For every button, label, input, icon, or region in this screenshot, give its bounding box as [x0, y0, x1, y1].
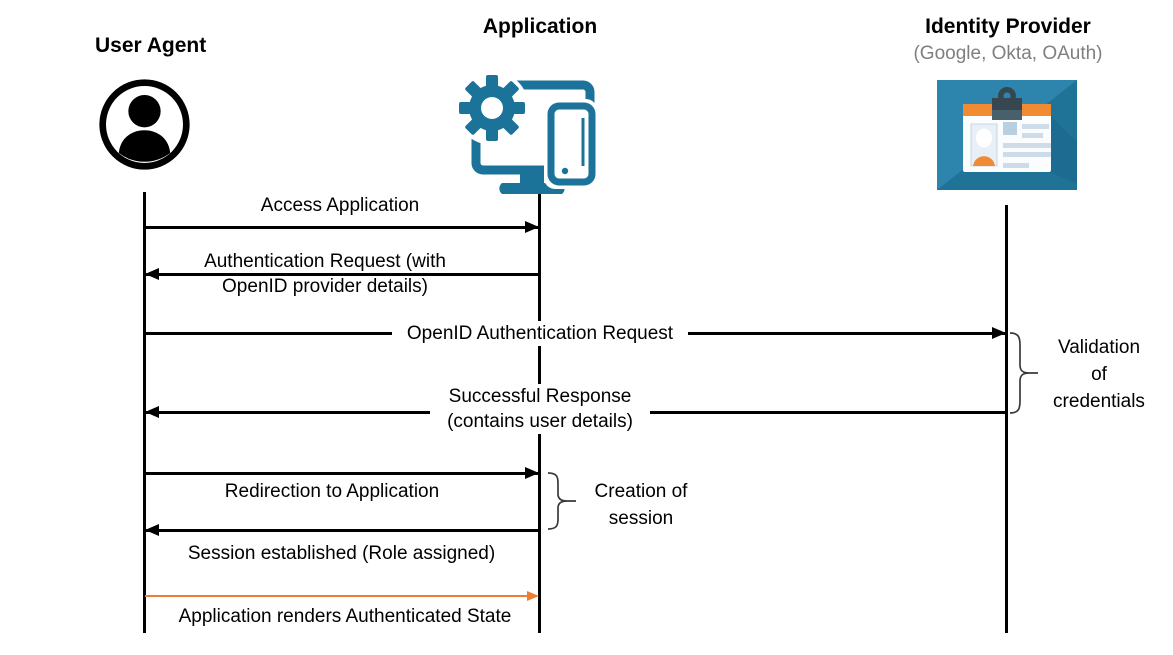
person-icon — [97, 77, 192, 172]
arrowhead-right-icon — [525, 221, 539, 233]
message-label-line: (contains user details) — [447, 411, 633, 432]
annotation-line: Validation — [1057, 337, 1141, 358]
arrowhead-right-orange-icon — [527, 591, 539, 601]
annotation-line: of — [1091, 364, 1107, 385]
message-line-renders-authenticated — [145, 595, 528, 597]
message-label-session-established: Session established (Role assigned) — [187, 543, 496, 564]
application-devices-icon — [452, 66, 612, 194]
message-line-authentication-request — [145, 273, 538, 276]
annotation-validation-of-credentials: Validation of credentials — [1040, 334, 1158, 415]
id-card-icon — [937, 80, 1077, 190]
arrowhead-right-icon — [992, 327, 1006, 339]
brace-validation-icon — [1008, 332, 1040, 414]
actor-label-application: Application — [482, 15, 598, 38]
annotation-creation-of-session: Creation of session — [578, 478, 704, 532]
lifeline-identity-provider — [1005, 205, 1008, 633]
message-label-authentication-request: Authentication Request (with OpenID prov… — [185, 249, 465, 299]
message-label-line: Successful Response — [448, 386, 632, 407]
message-label-successful-response: Successful Response (contains user detai… — [430, 384, 650, 434]
message-label-access-application: Access Application — [260, 195, 420, 216]
message-label-renders-authenticated: Application renders Authenticated State — [178, 606, 512, 627]
message-line-redirection — [145, 472, 538, 475]
message-label-openid-request: OpenID Authentication Request — [392, 321, 688, 346]
arrowhead-left-icon — [145, 524, 159, 536]
message-label-line: Authentication Request (with — [204, 251, 446, 272]
lifeline-user-agent — [143, 192, 146, 633]
arrowhead-left-icon — [145, 406, 159, 418]
annotation-line: session — [608, 508, 674, 529]
arrowhead-left-icon — [145, 268, 159, 280]
message-label-line: OpenID provider details) — [222, 276, 428, 297]
actor-label-user-agent: User Agent — [95, 34, 207, 57]
actor-label-identity-provider: Identity Provider — [925, 15, 1091, 38]
arrowhead-right-icon — [525, 467, 539, 479]
message-line-access-application — [145, 226, 538, 229]
brace-creation-icon — [546, 472, 578, 530]
annotation-line: credentials — [1053, 391, 1145, 412]
message-line-session-established — [145, 529, 538, 532]
actor-subtitle-identity-provider: (Google, Okta, OAuth) — [913, 43, 1103, 64]
annotation-line: Creation of — [594, 481, 688, 502]
message-label-redirection: Redirection to Application — [224, 481, 440, 502]
